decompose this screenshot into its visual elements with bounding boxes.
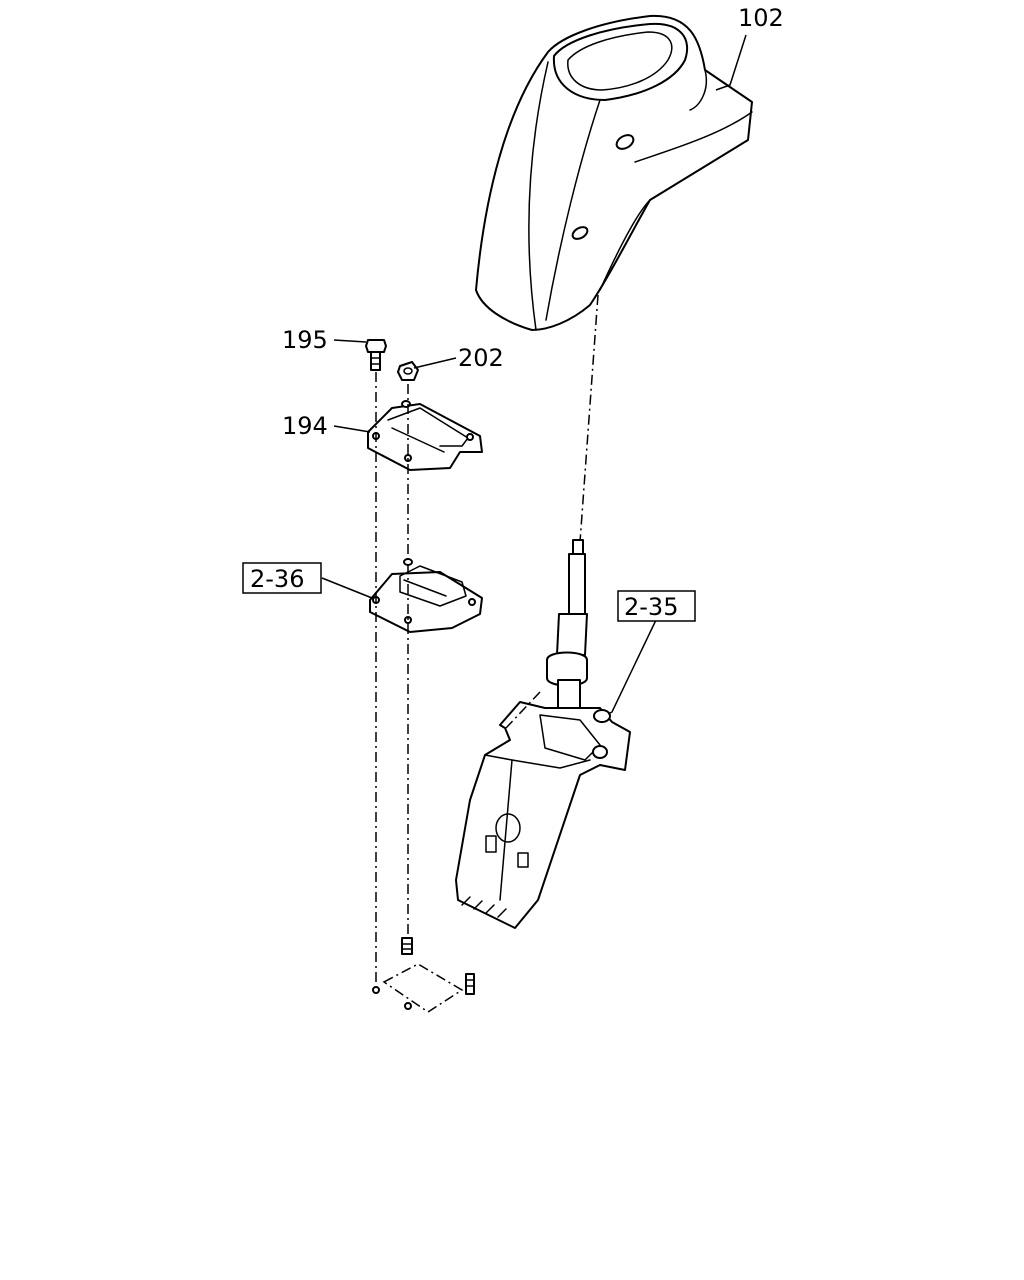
base-plate-2-36 (369, 558, 483, 633)
lever-shaft (546, 294, 599, 711)
callout-194: 194 (282, 412, 328, 440)
leader-lines (321, 34, 747, 715)
callout-2-36: 2-36 (250, 565, 304, 593)
callout-202: 202 (458, 344, 504, 372)
assembly-center-lines (375, 372, 409, 986)
console-cover-102 (475, 14, 753, 331)
lower-hardware (372, 937, 475, 1013)
ref-box-2-36 (242, 562, 322, 594)
callout-195: 195 (282, 326, 328, 354)
nut-202 (397, 361, 419, 381)
callout-102: 102 (738, 4, 784, 32)
callout-2-35: 2-35 (624, 593, 678, 621)
ref-box-2-35 (617, 590, 696, 622)
shift-bracket-assembly (455, 691, 631, 929)
bolt-195 (365, 339, 387, 371)
plate-194 (367, 400, 483, 471)
